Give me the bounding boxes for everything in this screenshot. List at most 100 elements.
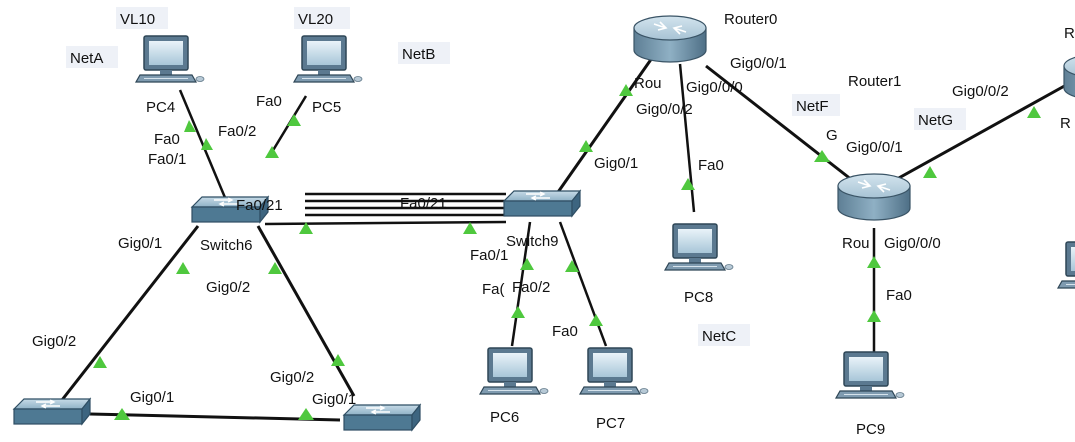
link-switch6-bottomleft[interactable] [60, 225, 200, 401]
pc4-icon[interactable] [135, 35, 205, 83]
port-label-bottomleft-gig01: Gig0/1 [130, 389, 174, 406]
led-pc7-fa0 [589, 314, 603, 326]
device-label-router-r-top: R [1064, 25, 1075, 42]
pc7-icon[interactable] [579, 347, 649, 395]
note-vl10[interactable]: VL10 [116, 7, 168, 29]
switch9-icon[interactable] [503, 190, 581, 217]
svg-text:NetA: NetA [70, 50, 103, 67]
port-label-switch9-fa01: Fa0/1 [470, 247, 508, 264]
led-pc5-side [287, 114, 301, 126]
port-label-switch9-fa02: Fa0/2 [512, 279, 550, 296]
link-router1-routerR[interactable] [887, 82, 1069, 186]
note-netc[interactable]: NetC [698, 324, 750, 346]
port-label-switch6-gig01: Gig0/1 [118, 235, 162, 252]
pc9-icon[interactable] [835, 351, 905, 399]
port-label-switch9-fa021: Fa0/21 [400, 195, 447, 212]
svg-text:NetC: NetC [702, 328, 736, 345]
led-pc6-fa0 [511, 306, 525, 318]
device-label-router1: Router1 [848, 73, 901, 90]
led-switch9-fa02 [565, 260, 579, 272]
port-label-pc5-fa0: Fa0 [256, 93, 282, 110]
link-switch9-pc6[interactable] [510, 221, 532, 347]
port-label-pc4-fa0: Fa0 [154, 131, 180, 148]
led-etherchannel-sw9 [463, 222, 477, 234]
led-pc8-fa0 [681, 178, 695, 190]
led-etherchannel-sw6 [299, 222, 313, 234]
led-bottomright-gig01 [298, 408, 314, 420]
switch-bottomleft-icon[interactable] [13, 398, 91, 425]
led-routerR-gig002 [1027, 106, 1041, 118]
note-neta[interactable]: NetA [66, 46, 118, 68]
port-label-switch6-fa02: Fa0/2 [218, 123, 256, 140]
pc6-icon[interactable] [479, 347, 549, 395]
device-label-switch9: Switch9 [506, 233, 559, 250]
device-label-router-r-mid: R [1060, 115, 1071, 132]
device-label-router0-stub: Rou [634, 75, 662, 92]
port-label-pc6-fa0: Fa( [482, 281, 505, 298]
device-label-pc4: PC4 [146, 99, 175, 116]
link-switch9-router0[interactable] [554, 57, 654, 196]
note-netg[interactable]: NetG [914, 108, 966, 130]
link-bottomleft-bottomright[interactable] [89, 412, 341, 422]
port-label-pc7-fa0: Fa0 [552, 323, 578, 340]
pc-partial-icon[interactable] [1057, 241, 1075, 289]
port-label-pc9-fa0: Fa0 [886, 287, 912, 304]
led-router1-gig001 [923, 166, 937, 178]
device-label-pc6: PC6 [490, 409, 519, 426]
etherchannel-switch6-switch9[interactable] [264, 192, 507, 226]
switch-bottomright-icon[interactable] [343, 404, 421, 431]
led-bottomleft-gig02 [93, 356, 107, 368]
note-netb[interactable]: NetB [398, 42, 450, 64]
port-label-switch6-fa021: Fa0/21 [236, 197, 283, 214]
note-netf[interactable]: NetF [792, 94, 840, 116]
port-label-routerR-gig002: Gig0/0/2 [952, 83, 1009, 100]
svg-text:NetG: NetG [918, 112, 953, 129]
device-label-switch6: Switch6 [200, 237, 253, 254]
port-label-router1-g: G [826, 127, 838, 144]
router1-icon[interactable] [837, 173, 911, 221]
port-label-bottomright-gig01: Gig0/1 [312, 391, 356, 408]
port-label-switch9-gig01: Gig0/1 [594, 155, 638, 172]
link-status-leds [93, 84, 1041, 420]
note-vl20[interactable]: VL20 [294, 7, 350, 29]
link-pc4-switch6[interactable] [178, 89, 228, 201]
svg-text:VL20: VL20 [298, 11, 333, 28]
led-bottomright-gig02 [331, 354, 345, 366]
pc8-icon[interactable] [664, 223, 734, 271]
device-label-pc9: PC9 [856, 421, 885, 438]
led-switch9-fa01 [520, 258, 534, 270]
router0-icon[interactable] [633, 15, 707, 63]
led-switch6-gig01 [176, 262, 190, 274]
port-label-router1-gig001: Gig0/0/1 [846, 139, 903, 156]
device-label-pc8: PC8 [684, 289, 713, 306]
port-label-router1-gig000: Gig0/0/0 [884, 235, 941, 252]
device-label-pc5: PC5 [312, 99, 341, 116]
led-switch6-fa01 [201, 138, 213, 150]
port-label-switch6-gig02: Gig0/2 [206, 279, 250, 296]
router-r-icon[interactable] [1063, 53, 1075, 101]
port-label-router0-gig002: Gig0/0/2 [636, 101, 693, 118]
led-switch6-gig02 [268, 262, 282, 274]
led-router0-gig002 [619, 84, 633, 96]
led-bottomleft-gig01 [114, 408, 130, 420]
device-label-pc7: PC7 [596, 415, 625, 432]
led-switch9-gig01 [579, 140, 593, 152]
link-switch6-bottomright[interactable] [256, 225, 356, 397]
pc5-icon[interactable] [293, 35, 363, 83]
led-pc9-fa0 [867, 310, 881, 322]
port-label-bottomleft-gig02: Gig0/2 [32, 333, 76, 350]
port-label-router0-gig001: Gig0/0/1 [730, 55, 787, 72]
device-label-router0: Router0 [724, 11, 777, 28]
led-switch6-fa02 [265, 146, 279, 158]
svg-text:NetF: NetF [796, 98, 829, 115]
led-router1-gig000 [867, 256, 881, 268]
led-pc4-side [184, 120, 196, 132]
device-label-router1-stub: Rou [842, 235, 870, 252]
port-label-router0-gig000: Gig0/0/0 [686, 79, 743, 96]
port-label-pc8-fa0: Fa0 [698, 157, 724, 174]
port-label-switch6-fa01: Fa0/1 [148, 151, 186, 168]
port-label-bottomright-gig02: Gig0/2 [270, 369, 314, 386]
svg-text:NetB: NetB [402, 46, 435, 63]
led-router0-gig000 [814, 150, 830, 162]
